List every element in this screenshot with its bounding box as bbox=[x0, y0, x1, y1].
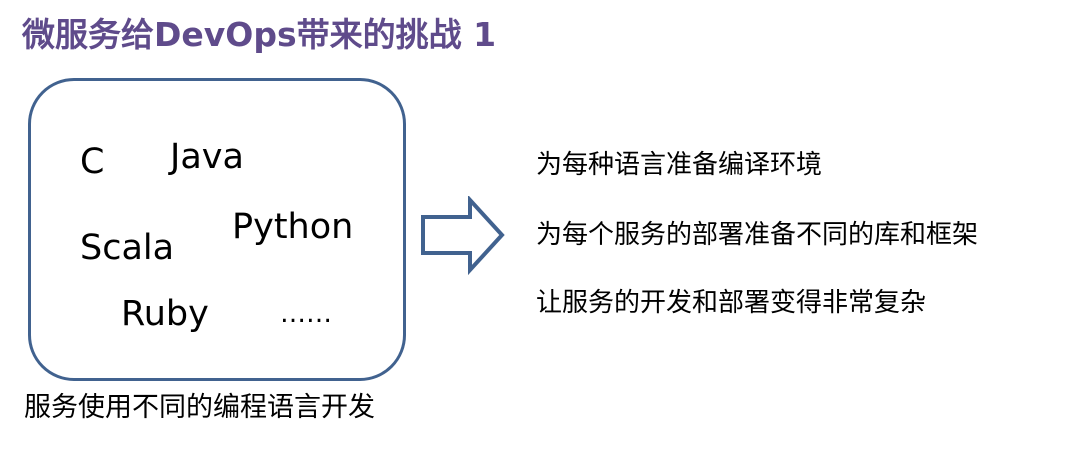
language-scala: Scala bbox=[80, 228, 175, 268]
language-ruby: Ruby bbox=[121, 294, 209, 334]
language-java: Java bbox=[170, 137, 244, 177]
consequence-item: 为每个服务的部署准备不同的库和框架 bbox=[536, 220, 979, 250]
slide-title: 微服务给DevOps带来的挑战 1 bbox=[22, 15, 497, 54]
language-ellipsis: …… bbox=[280, 299, 332, 329]
language-python: Python bbox=[232, 207, 354, 247]
consequence-item: 为每种语言准备编译环境 bbox=[536, 150, 823, 180]
language-c: C bbox=[80, 142, 105, 182]
languages-caption: 服务使用不同的编程语言开发 bbox=[24, 392, 375, 423]
languages-box bbox=[28, 78, 406, 381]
consequence-item: 让服务的开发和部署变得非常复杂 bbox=[536, 288, 927, 318]
right-arrow-outline-icon bbox=[421, 196, 505, 276]
